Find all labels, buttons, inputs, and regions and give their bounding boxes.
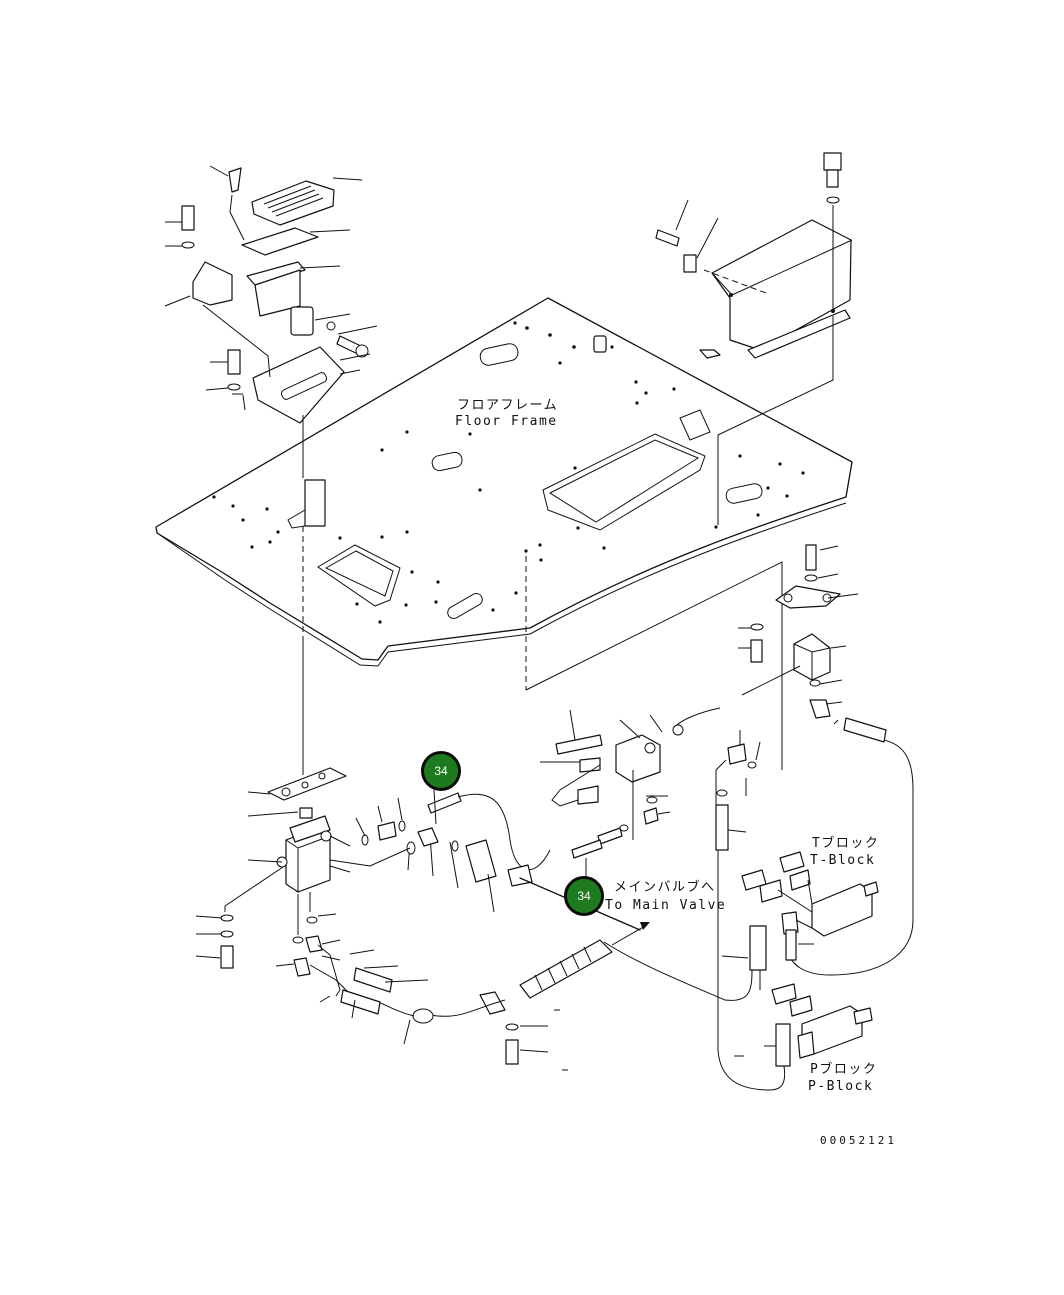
callout-34-upper[interactable]: 34 bbox=[421, 751, 461, 791]
t-block-label-jp: Tブロック bbox=[812, 836, 880, 851]
cover-box bbox=[655, 152, 853, 525]
travel-pedal-assembly bbox=[164, 165, 378, 424]
right-block-assembly bbox=[738, 544, 914, 976]
clamp-bolt bbox=[505, 1009, 568, 1071]
floor-frame-label-en: Floor Frame bbox=[455, 414, 558, 429]
callout-34-lower[interactable]: 34 bbox=[564, 876, 604, 916]
t-block-label-en: T-Block bbox=[810, 853, 876, 868]
floor-frame-label-jp: フロアフレーム bbox=[457, 398, 559, 413]
pilot-valve-assembly bbox=[195, 767, 429, 1045]
p-block bbox=[717, 846, 873, 1091]
main-valve-hose bbox=[329, 789, 753, 1024]
p-block-label-en: P-Block bbox=[808, 1079, 874, 1094]
drawing-number: 00052121 bbox=[820, 1134, 897, 1147]
solenoid-assembly bbox=[540, 707, 721, 878]
long-hose-fittings bbox=[715, 730, 761, 851]
main-valve-label-en: To Main Valve bbox=[605, 898, 727, 913]
main-valve-label-jp: メインバルブへ bbox=[614, 880, 716, 895]
t-block bbox=[721, 851, 879, 990]
p-block-label-jp: Pブロック bbox=[810, 1062, 878, 1077]
floor-frame-plate bbox=[155, 297, 853, 667]
